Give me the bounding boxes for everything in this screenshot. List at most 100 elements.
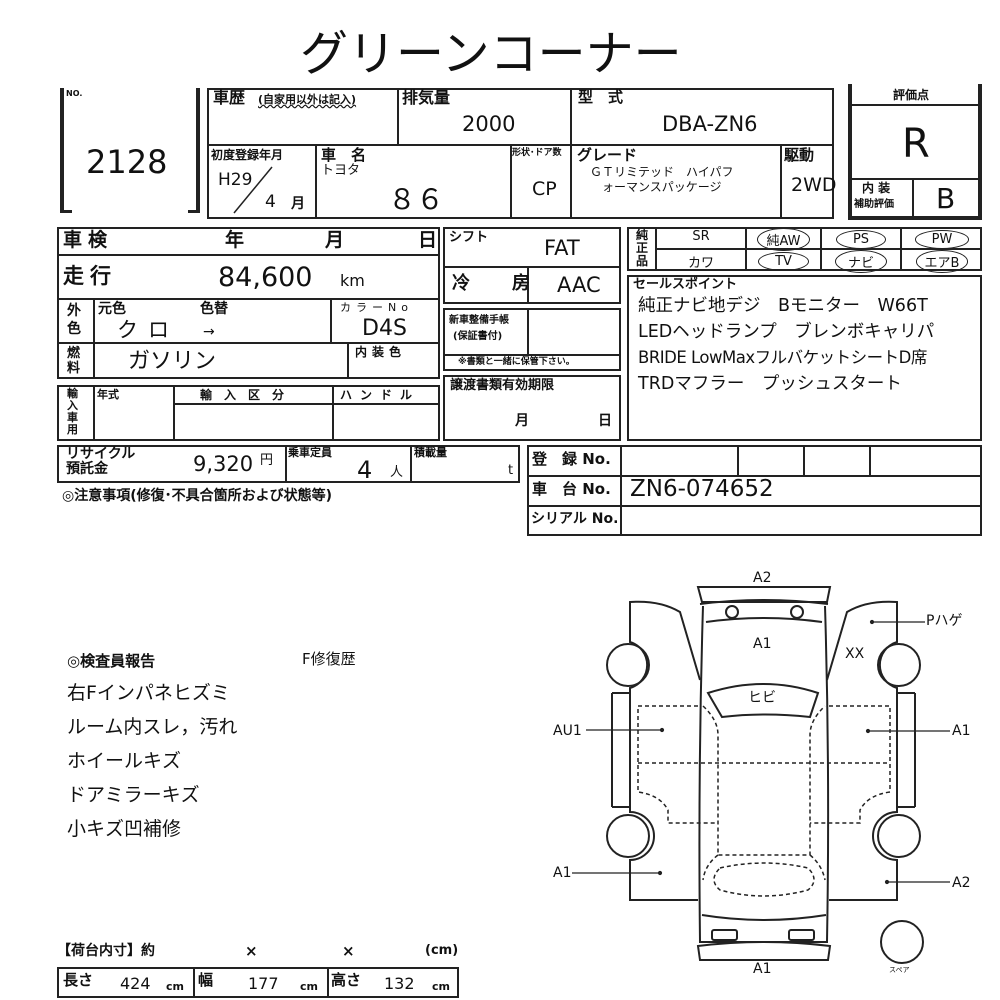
- lot-number: 2128: [86, 143, 168, 181]
- spare-label: スペア: [889, 966, 910, 974]
- inspection-month: 月: [325, 229, 345, 251]
- first-reg-month: 4: [265, 192, 276, 212]
- genuine-ps: PS: [835, 230, 887, 249]
- exterior-label: 外色: [67, 303, 81, 337]
- car-name-value: ８６: [388, 183, 445, 216]
- drive-label: 駆動: [784, 146, 815, 164]
- history-label: 車歴: [213, 88, 246, 107]
- damage-hood: A1: [753, 636, 772, 652]
- inspector-note: ドアミラーキズ: [67, 784, 200, 806]
- first-reg-label: 初度登録年月: [211, 148, 284, 162]
- cargo-unit-label: (cm): [425, 943, 459, 958]
- car-damage-diagram: [572, 586, 950, 964]
- cargo-x1: ×: [245, 942, 258, 960]
- leader-lines: [572, 619, 950, 885]
- sheet-title: グリーンコーナー: [300, 26, 682, 82]
- import-table: [57, 385, 440, 441]
- inspector-note: ルーム内スレ，汚れ: [67, 716, 238, 738]
- repair-history: F修復歴: [302, 650, 356, 668]
- genuine-aw: 純AW: [757, 228, 810, 251]
- genuine-leather: カワ: [687, 256, 714, 271]
- inspection-day: 日: [418, 229, 438, 251]
- service-book-label-2: (保証書付): [453, 331, 503, 342]
- model-code-value: DBA-ZN6: [662, 112, 758, 136]
- genuine-tv: TV: [758, 252, 809, 271]
- inspector-note: 右Fインパネヒズミ: [67, 682, 230, 704]
- recycle-row: [57, 445, 520, 483]
- sales-points-label: セールスポイント: [633, 277, 738, 292]
- registration-table: [527, 445, 982, 536]
- recycle-label-2: 預託金: [66, 461, 108, 477]
- width-unit: cm: [300, 980, 318, 993]
- genuine-pw: PW: [914, 230, 970, 249]
- body-type-value: CP: [532, 178, 557, 200]
- left-side-panel: [606, 600, 701, 901]
- chassis-no-label: 車 台 No.: [532, 480, 611, 498]
- grade-line1: ＧＴリミテッド ハイパフ: [590, 165, 734, 179]
- interior-color-label: 内装色: [355, 345, 407, 359]
- orig-color-value: クロ: [117, 318, 179, 342]
- interior-label-2: 補助評価: [854, 199, 894, 210]
- color-change-value: →: [203, 324, 215, 340]
- genuine-airbag: エアB: [915, 250, 969, 273]
- import-label: 輸入車用: [67, 387, 78, 436]
- body-type-label: 形状･ドア数: [512, 148, 562, 158]
- service-book-table: [443, 308, 621, 371]
- width-label: 幅: [198, 971, 214, 989]
- inspector-note: 小キズ凹補修: [67, 818, 182, 840]
- first-reg-month-unit: 月: [291, 196, 305, 212]
- damage-left-rear: A1: [553, 865, 572, 881]
- ac-value: AAC: [557, 273, 601, 297]
- color-no-label: カラーNo: [340, 301, 413, 314]
- sales-point-line: TRDマフラー プッシュスタート: [638, 374, 902, 394]
- sales-point-line: 純正ナビ地デジ Bモニター W66T: [638, 296, 928, 316]
- shift-label: シフト: [449, 230, 489, 245]
- first-reg-year: H29: [218, 170, 253, 190]
- interior-label: 内 装: [862, 181, 891, 195]
- spec-table: [57, 227, 440, 379]
- height-label: 高さ: [331, 971, 362, 989]
- transfer-month: 月: [515, 413, 529, 429]
- score-box: [848, 84, 982, 220]
- inspector-report-title: ◎検査員報告: [67, 652, 156, 670]
- import-year-label: 年式: [97, 388, 119, 401]
- recycle-unit: 円: [260, 453, 274, 468]
- right-side-panel: [826, 600, 921, 901]
- serial-no-label: シリアル No.: [531, 511, 619, 527]
- drive-value: 2WD: [791, 174, 837, 196]
- vehicle-info-block: [207, 88, 834, 219]
- service-book-label: 新車整備手帳: [449, 315, 509, 326]
- grade-label: グレード: [577, 146, 638, 164]
- load-unit: t: [508, 463, 514, 478]
- car-maker: トヨタ: [321, 163, 361, 178]
- cargo-label: 【荷台内寸】約: [57, 943, 155, 959]
- score-value: R: [902, 121, 930, 167]
- damage-right-front-fender: Pハゲ: [926, 613, 963, 629]
- mileage-value: 84,600: [218, 262, 313, 293]
- caution-heading: ◎注意事項(修復･不具合箇所および状態等): [62, 488, 333, 504]
- height-value: 132: [384, 974, 415, 993]
- damage-right-rear: A2: [952, 875, 971, 891]
- interior-score: B: [936, 182, 956, 215]
- genuine-sr: SR: [692, 229, 710, 244]
- inspector-note: ホイールキズ: [67, 750, 182, 772]
- damage-right-doors: A1: [952, 723, 971, 739]
- orig-color-label: 元色: [98, 301, 126, 317]
- damage-windshield: ヒビ: [748, 690, 776, 706]
- import-class-label: 輸入区分: [200, 388, 297, 402]
- damage-front: A2: [753, 570, 772, 586]
- car-body-outline: [696, 586, 832, 961]
- car-name-label: 車 名: [321, 146, 367, 164]
- history-note: (自家用以外は記入): [258, 93, 357, 106]
- transfer-day: 日: [598, 413, 612, 429]
- capacity-label: 乗車定員: [288, 446, 332, 459]
- recycle-label: リサイクル: [66, 446, 136, 462]
- length-value: 424: [120, 974, 151, 993]
- transfer-label: 譲渡書類有効期限: [450, 378, 555, 393]
- length-unit: cm: [166, 980, 184, 993]
- width-value: 177: [248, 974, 279, 993]
- lot-box: [60, 88, 200, 213]
- sales-points-box: [627, 275, 982, 441]
- damage-right-pillar: XX: [845, 646, 865, 662]
- chassis-no-value: ZN6-074652: [630, 476, 774, 502]
